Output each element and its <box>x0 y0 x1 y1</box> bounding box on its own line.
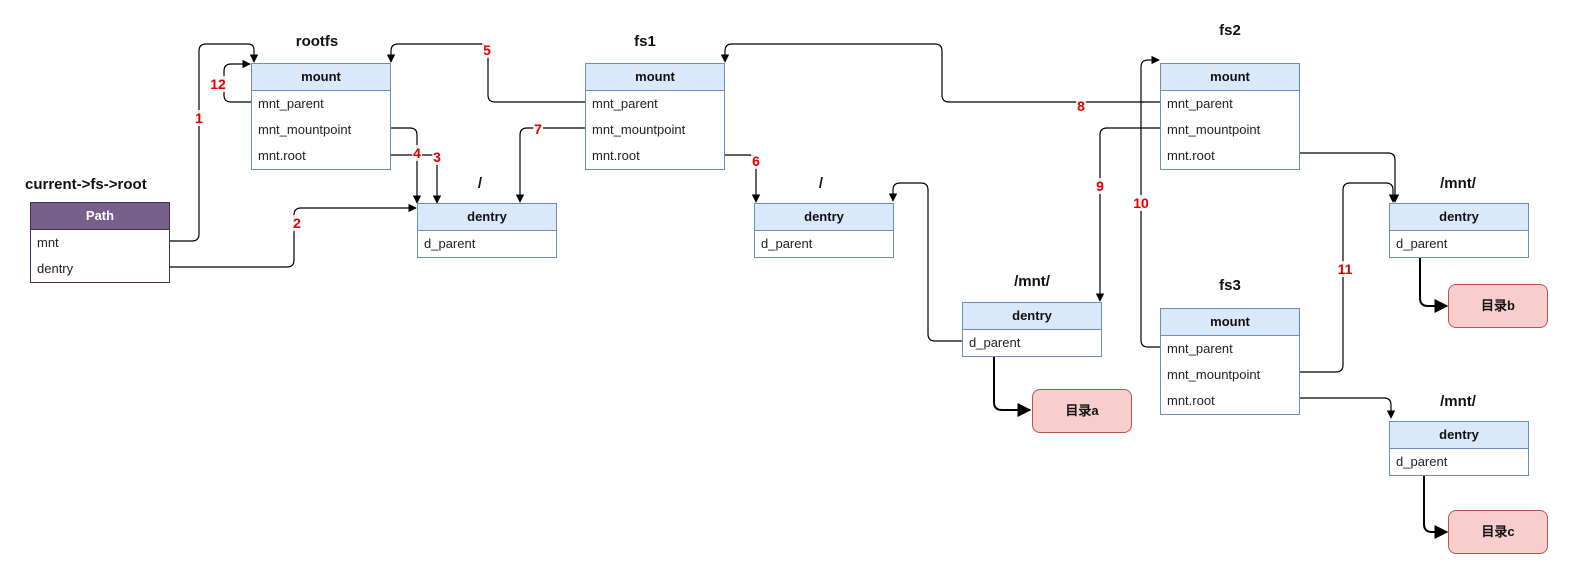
dentry-header: dentry <box>1390 204 1528 231</box>
step-label-12: 12 <box>209 76 227 92</box>
edge-1 <box>170 43 259 242</box>
dentry-field-d-parent: d_parent <box>424 236 476 251</box>
dentry-field-d-parent: d_parent <box>969 335 1021 350</box>
edge-dir-a <box>993 355 1032 417</box>
directory-c: 目录c <box>1448 510 1548 554</box>
mount-header: mount <box>252 64 390 91</box>
fs2-mount-struct: mount mnt_parent mnt_mountpoint mnt.root <box>1160 63 1300 170</box>
mount-field-mnt-mountpoint: mnt_mountpoint <box>1167 122 1261 137</box>
mount-header: mount <box>1161 309 1299 336</box>
edge-fs2-root <box>1300 152 1400 203</box>
step-label-7: 7 <box>533 121 543 137</box>
path-field-dentry: dentry <box>37 261 74 276</box>
edge-dir-b <box>1419 256 1449 313</box>
fs2-title: fs2 <box>1219 22 1241 39</box>
dentry-header: dentry <box>418 204 556 231</box>
directory-b: 目录b <box>1448 284 1548 328</box>
step-label-3: 3 <box>432 149 442 165</box>
fs1-root-dentry: dentry d_parent <box>754 203 894 258</box>
fs1-title: fs1 <box>634 33 656 50</box>
step-label-2: 2 <box>292 215 302 231</box>
edge-3 <box>391 154 442 204</box>
mount-field-mnt-parent: mnt_parent <box>1167 96 1233 111</box>
mount-header: mount <box>1161 64 1299 91</box>
fs1-mount-struct: mount mnt_parent mnt_mountpoint mnt.root <box>585 63 725 170</box>
dentry-field-d-parent: d_parent <box>1396 236 1448 251</box>
path-struct-header: Path <box>31 203 169 230</box>
step-label-9: 9 <box>1095 178 1105 194</box>
fs3-mnt-dentry: dentry d_parent <box>1389 421 1529 476</box>
fs2-mnt-dentry-title: /mnt/ <box>1440 175 1476 192</box>
rootfs-title: rootfs <box>295 33 339 50</box>
rootfs-root-dentry: dentry d_parent <box>417 203 557 258</box>
fs1-mnt-dentry-title: /mnt/ <box>1014 273 1050 290</box>
edge-fs1-dparent <box>888 182 962 342</box>
fs1-root-dentry-title: / <box>818 175 824 192</box>
dentry-header: dentry <box>1390 422 1528 449</box>
rootfs-root-dentry-title: / <box>477 175 483 192</box>
mount-field-mnt-mountpoint: mnt_mountpoint <box>592 122 686 137</box>
step-label-4: 4 <box>412 145 422 161</box>
mount-field-mnt-root: mnt.root <box>592 148 640 163</box>
edge-11 <box>1300 182 1398 373</box>
mount-field-mnt-root: mnt.root <box>1167 393 1215 408</box>
current-root-title: current->fs->root <box>25 176 147 193</box>
fs3-mount-struct: mount mnt_parent mnt_mountpoint mnt.root <box>1160 308 1300 415</box>
edge-8 <box>720 43 1160 103</box>
step-label-5: 5 <box>482 42 492 58</box>
mount-field-mnt-mountpoint: mnt_mountpoint <box>1167 367 1261 382</box>
step-label-11: 11 <box>1336 261 1354 277</box>
edge-4 <box>391 127 422 204</box>
fs3-mnt-dentry-title: /mnt/ <box>1440 393 1476 410</box>
path-struct: Path mnt dentry <box>30 202 170 283</box>
edge-fs3-root <box>1300 397 1396 419</box>
dentry-header: dentry <box>755 204 893 231</box>
edge-9 <box>1095 127 1160 302</box>
mount-field-mnt-parent: mnt_parent <box>592 96 658 111</box>
edge-7 <box>515 127 585 203</box>
fs2-mnt-dentry: dentry d_parent <box>1389 203 1529 258</box>
mount-header: mount <box>586 64 724 91</box>
mount-field-mnt-parent: mnt_parent <box>258 96 324 111</box>
edge-12 <box>223 59 251 103</box>
mount-field-mnt-mountpoint: mnt_mountpoint <box>258 122 352 137</box>
edge-2 <box>170 203 417 268</box>
dentry-header: dentry <box>963 303 1101 330</box>
mount-field-mnt-root: mnt.root <box>258 148 306 163</box>
step-label-10: 10 <box>1132 195 1150 211</box>
mount-field-mnt-parent: mnt_parent <box>1167 341 1233 356</box>
fs1-mnt-dentry: dentry d_parent <box>962 302 1102 357</box>
step-label-6: 6 <box>751 153 761 169</box>
step-label-8: 8 <box>1076 98 1086 114</box>
path-field-mnt: mnt <box>37 235 59 250</box>
fs3-title: fs3 <box>1219 277 1241 294</box>
dentry-field-d-parent: d_parent <box>1396 454 1448 469</box>
step-label-1: 1 <box>194 110 204 126</box>
rootfs-mount-struct: mount mnt_parent mnt_mountpoint mnt.root <box>251 63 391 170</box>
edge-dir-c <box>1423 475 1449 539</box>
directory-a: 目录a <box>1032 389 1132 433</box>
dentry-field-d-parent: d_parent <box>761 236 813 251</box>
mount-field-mnt-root: mnt.root <box>1167 148 1215 163</box>
